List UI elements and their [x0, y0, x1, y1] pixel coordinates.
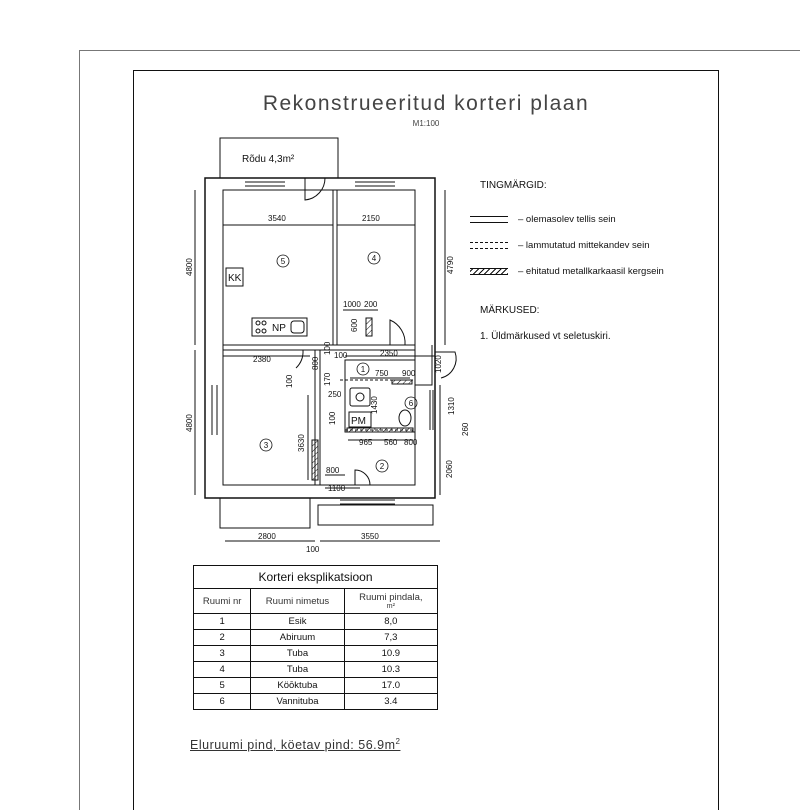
dim-200: 200: [364, 300, 378, 309]
dim-100-bottom: 100: [306, 545, 320, 554]
notes-title: MÄRKUSED:: [480, 305, 540, 316]
dim-250: 250: [328, 390, 342, 399]
table-caption: Korteri eksplikatsioon: [193, 565, 438, 589]
dim-965: 965: [359, 438, 373, 447]
header-area-unit: m²: [386, 603, 395, 610]
solid-wall-symbol: [470, 215, 508, 223]
room-marker-1-circle: [356, 362, 370, 376]
total-area-sup: 2: [395, 737, 401, 746]
dim-2150: 2150: [362, 214, 380, 223]
dashed-wall-symbol: [470, 241, 508, 249]
door-room3: [280, 349, 304, 369]
dim-2380: 2380: [253, 355, 271, 364]
total-area-text: Eluruumi pind, köetav pind: 56.9m: [190, 738, 396, 753]
kk-label: KK: [228, 273, 242, 284]
room-marker-4: 4: [372, 254, 377, 263]
hatched-wall-symbol: [470, 267, 508, 275]
kk-box: [225, 267, 244, 287]
dim-1100: 1100: [328, 484, 346, 493]
toilet: [398, 409, 412, 427]
legend-row-hatched: – ehitatud metallkarkaasil kergsein: [470, 266, 664, 277]
explication-table: Korteri eksplikatsioon Ruumi nr Ruumi ni…: [192, 565, 439, 710]
dim-4800-bottom: 4800: [185, 414, 194, 432]
sink: [349, 387, 371, 407]
drawing-title: Rekonstrueeritud korteri plaan: [262, 92, 590, 115]
dim-900: 900: [402, 369, 416, 378]
legend-label-hatched: – ehitatud metallkarkaasil kergsein: [518, 266, 664, 277]
dim-800b: 800: [404, 438, 418, 447]
balcony-door: [304, 177, 326, 201]
room-marker-6-circle: [404, 396, 418, 410]
room-marker-4-circle: [367, 251, 381, 265]
header-room-area: Ruumi pindala,m²: [343, 588, 439, 614]
sheet-border: [79, 50, 800, 810]
dim-1020: 1020: [434, 355, 443, 373]
pm-label: PM: [351, 416, 366, 427]
dim-3550: 3550: [361, 532, 379, 541]
dim-100b: 100: [334, 351, 348, 360]
dim-170: 170: [323, 372, 332, 386]
dim-800a: 800: [311, 356, 320, 370]
dim-600: 600: [350, 318, 359, 332]
dim-2060: 2060: [445, 460, 454, 478]
dim-560: 560: [384, 438, 398, 447]
kitchen-counter: [251, 317, 308, 337]
legend-label-solid: – olemasolev tellis sein: [518, 214, 616, 225]
dim-3630: 3630: [297, 434, 306, 452]
np-label: NP: [272, 323, 286, 334]
door-entrance: [435, 351, 457, 379]
dim-2800: 2800: [258, 532, 276, 541]
balcony-label: Rõdu 4,3m²: [242, 154, 295, 165]
dim-260: 260: [461, 422, 470, 436]
legend-label-dashed: – lammutatud mittekandev sein: [518, 240, 650, 251]
room-marker-2-circle: [375, 459, 389, 473]
pm-box: [348, 411, 372, 428]
outer-wall: [204, 177, 436, 499]
header-room-name: Ruumi nimetus: [250, 588, 345, 614]
dim-3540: 3540: [268, 214, 286, 223]
dim-1000: 1000: [343, 300, 361, 309]
dim-100a: 100: [323, 341, 332, 355]
dim-2350: 2350: [380, 349, 398, 358]
room-marker-3: 3: [264, 441, 269, 450]
dim-800c: 800: [326, 466, 340, 475]
legend-row-dashed: – lammutatud mittekandev sein: [470, 240, 649, 251]
inner-wall: [222, 189, 416, 486]
dim-100d: 100: [328, 411, 337, 425]
room-marker-5-circle: [276, 254, 290, 268]
dim-4800-top: 4800: [185, 258, 194, 276]
door-room2: [354, 469, 371, 486]
dim-100c: 100: [285, 374, 294, 388]
drawing-frame: [133, 70, 719, 810]
note-1: 1. Üldmärkused vt seletuskiri.: [480, 331, 611, 342]
drawing-scale: M1:100: [412, 119, 440, 128]
total-area: Eluruumi pind, köetav pind: 56.9m2: [190, 737, 400, 752]
dim-1430: 1430: [370, 396, 379, 414]
header-room-nr: Ruumi nr: [192, 588, 252, 614]
door-room4: [389, 319, 406, 346]
room-marker-6: 6: [409, 399, 414, 408]
dim-750: 750: [375, 369, 389, 378]
dim-1310: 1310: [447, 397, 456, 415]
room-marker-1: 1: [361, 365, 366, 374]
legend-title: TINGMÄRGID:: [480, 180, 547, 191]
legend-row-solid: – olemasolev tellis sein: [470, 214, 616, 225]
header-area-label: Ruumi pindala,: [359, 592, 423, 603]
room-marker-2: 2: [380, 462, 385, 471]
room-marker-5: 5: [281, 257, 286, 266]
room-marker-3-circle: [259, 438, 273, 452]
dim-4790: 4790: [446, 256, 455, 274]
